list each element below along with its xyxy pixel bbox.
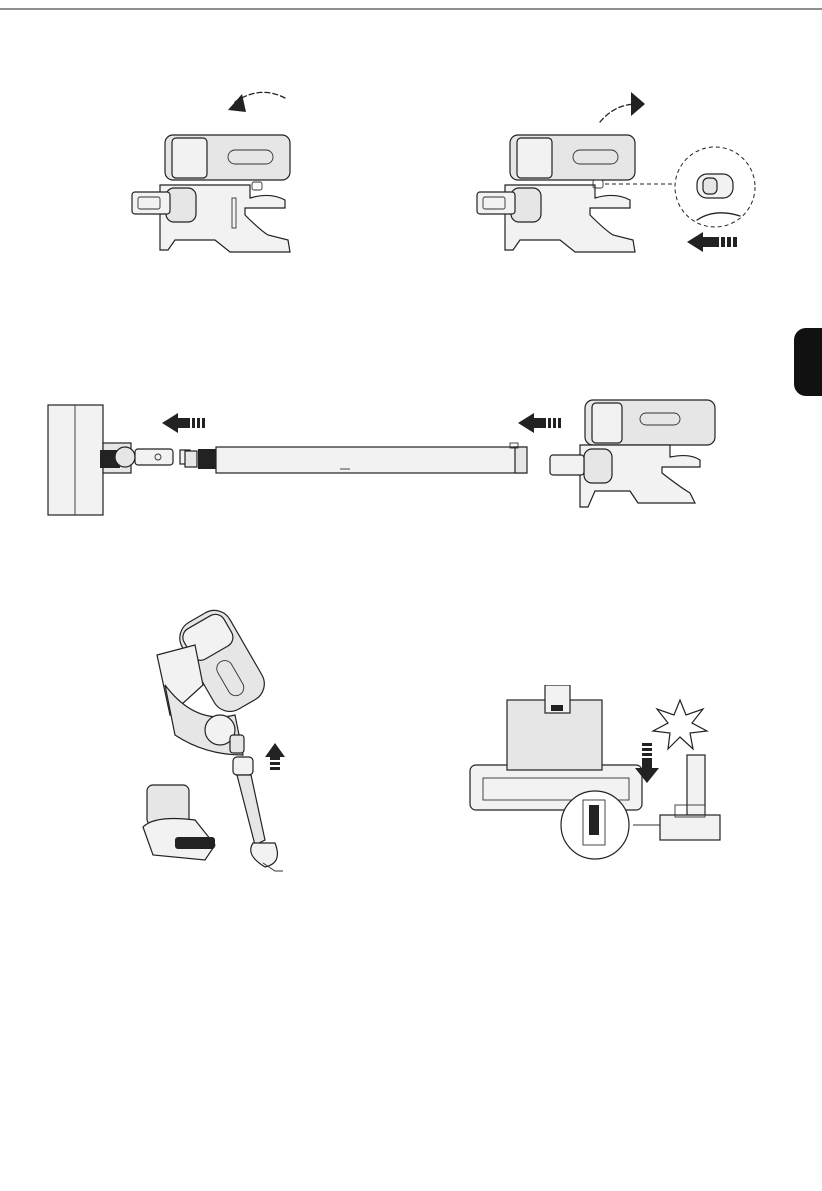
curved-arrow-left-icon: [228, 92, 285, 112]
straight-arrow-left-icon: [518, 413, 561, 433]
wall-mount-bracket: [687, 755, 705, 815]
language-edge-tab: [794, 328, 822, 396]
top-rule: [0, 0, 822, 20]
fig-attach-accessory-brushes: [135, 605, 315, 875]
floor-brush-head: [48, 405, 103, 515]
fig-assemble-tube-and-floor-brush: [40, 395, 730, 525]
fig-release-dust-container: [465, 80, 765, 270]
straight-arrow-left-icon: [687, 232, 737, 252]
curved-arrow-right-icon: [600, 92, 645, 122]
fig-remove-dust-container: [120, 80, 320, 270]
extension-tube: [216, 447, 526, 473]
straight-arrow-left-icon: [162, 413, 205, 433]
straight-arrow-up-icon: [265, 743, 285, 770]
click-star-icon: [653, 700, 707, 749]
fig-wall-mount-charging-dock: [465, 685, 735, 865]
